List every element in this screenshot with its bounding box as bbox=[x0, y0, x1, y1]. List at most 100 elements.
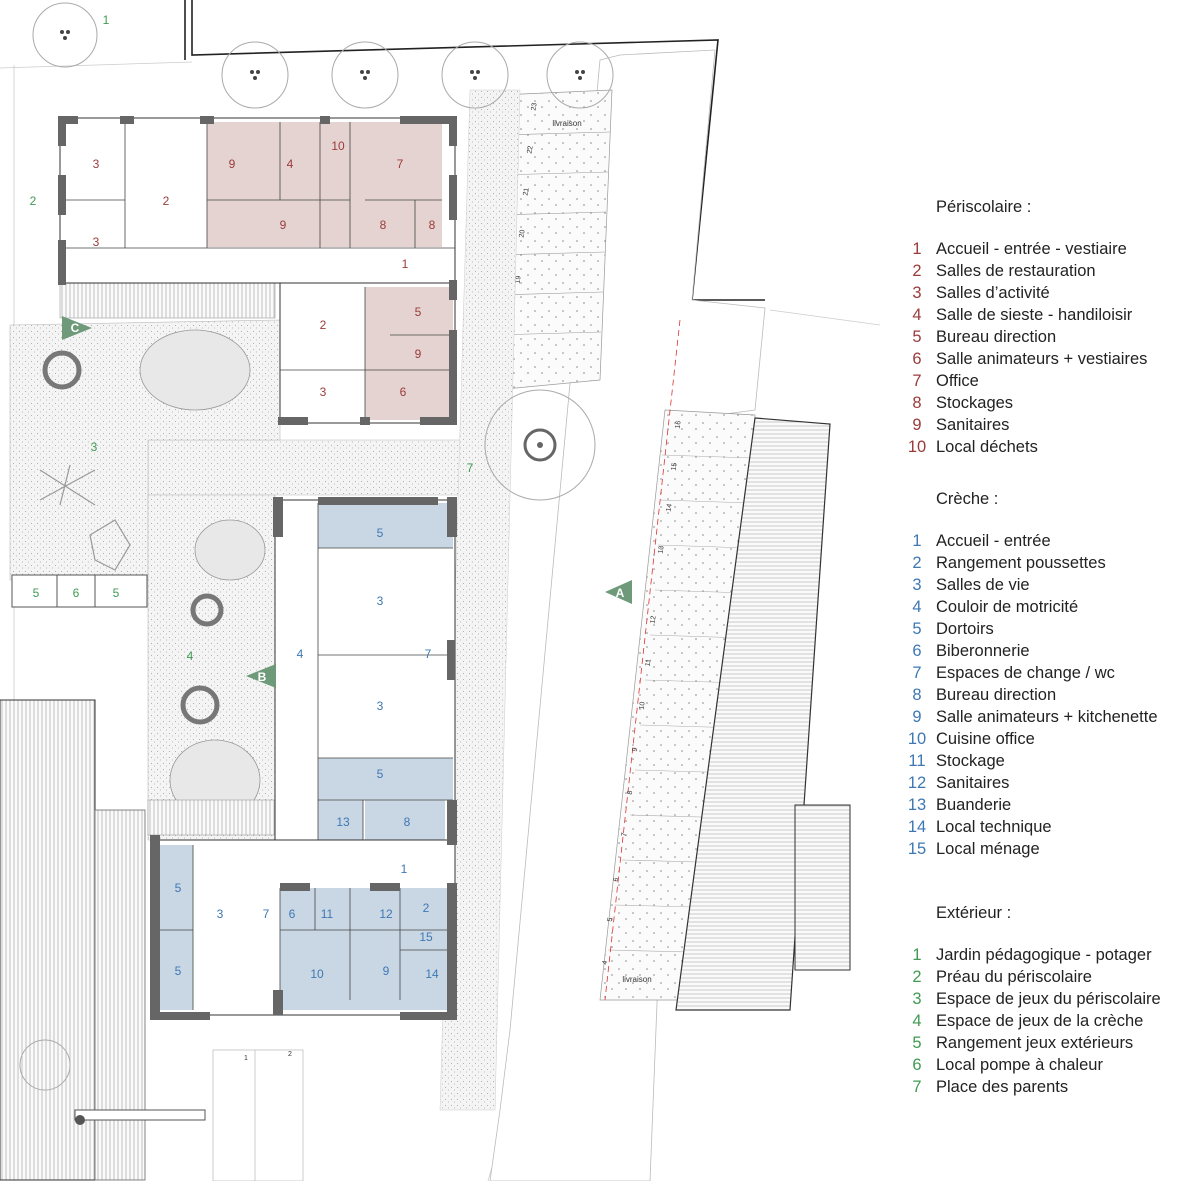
parking-space-number: 15 bbox=[670, 462, 678, 471]
legend-item-label: Salles de vie bbox=[936, 576, 1030, 594]
periscolaire-room-label: 2 bbox=[320, 318, 327, 332]
legend-item-label: Office bbox=[936, 372, 979, 390]
legend-item-label: Jardin pédagogique - potager bbox=[936, 946, 1152, 964]
legend-item-label: Salle animateurs + vestiaires bbox=[936, 350, 1148, 368]
svg-text:C: C bbox=[71, 321, 80, 335]
trees-top bbox=[19, 2, 614, 1091]
creche-room-label: 3 bbox=[217, 907, 224, 921]
legend-item-label: Local pompe à chaleur bbox=[936, 1056, 1103, 1074]
creche-room-label: 9 bbox=[383, 964, 390, 978]
legend-item: 11 Stockage bbox=[898, 750, 1178, 772]
creche-room-label: 5 bbox=[175, 964, 182, 978]
creche-room-label: 11 bbox=[321, 907, 334, 921]
legend-item-number: 3 bbox=[912, 576, 922, 594]
parking-space-number: 11 bbox=[644, 658, 652, 666]
parking-space-number: 16 bbox=[674, 420, 682, 429]
parvis bbox=[147, 439, 469, 496]
legend-item-number: 6 bbox=[912, 1056, 922, 1074]
periscolaire-room-label: 9 bbox=[229, 157, 236, 171]
periscolaire-room-label: 5 bbox=[415, 305, 422, 319]
legend-item-number: 3 bbox=[912, 990, 922, 1008]
creche-room-label: 13 bbox=[336, 815, 350, 829]
legend-item-label: Espaces de change / wc bbox=[936, 664, 1115, 682]
creche-room-label: 2 bbox=[423, 901, 430, 915]
parking-space-number: 23 bbox=[530, 102, 538, 111]
legend-item-label: Local déchets bbox=[936, 438, 1038, 456]
legend-item-number: 11 bbox=[908, 752, 926, 770]
marker-b: B bbox=[246, 664, 276, 688]
creche-room-label: 5 bbox=[377, 767, 384, 781]
periscolaire-room-label: 1 bbox=[402, 257, 409, 271]
svg-text:B: B bbox=[258, 670, 267, 684]
parking-space-number: 19 bbox=[514, 275, 522, 284]
parking-space-number: 10 bbox=[638, 701, 646, 710]
legend-item-label: Salles d’activité bbox=[936, 284, 1050, 302]
parking-space-number: 6 bbox=[613, 877, 621, 882]
parking-bottom-1: 1 bbox=[244, 1055, 248, 1062]
legend-item: 6 Salle animateurs + vestiaires bbox=[898, 348, 1178, 370]
exterior-area-label: 7 bbox=[467, 461, 474, 475]
creche-room-label: 15 bbox=[419, 930, 433, 944]
legend-item-number: 7 bbox=[912, 664, 922, 682]
marker-c: C bbox=[62, 316, 92, 340]
creche-room-label: 5 bbox=[175, 881, 182, 895]
creche-room-label: 7 bbox=[425, 647, 432, 661]
outdoor-storage bbox=[11, 574, 148, 608]
creche-room-label: 14 bbox=[425, 967, 439, 981]
legend-item: 6 Local pompe à chaleur bbox=[898, 1054, 1178, 1076]
parking-space-number: 12 bbox=[649, 615, 657, 624]
periscolaire-room-label: 4 bbox=[287, 157, 294, 171]
delivery-label-top: livraison bbox=[552, 119, 581, 128]
periscolaire-room-label: 3 bbox=[93, 235, 100, 249]
parking-bottom-2: 2 bbox=[288, 1051, 292, 1058]
creche-room-label: 6 bbox=[289, 907, 296, 921]
legend-item: 3 Salles de vie bbox=[898, 574, 1178, 596]
legend-item-label: Local ménage bbox=[936, 840, 1040, 858]
legend-item-label: Couloir de motricité bbox=[936, 598, 1079, 616]
periscolaire-room-label: 7 bbox=[397, 157, 404, 171]
parking-space-number: 9 bbox=[632, 747, 640, 752]
legend-item-number: 6 bbox=[912, 350, 922, 368]
legend-item-label: Stockage bbox=[936, 752, 1005, 770]
legend-item-number: 2 bbox=[912, 968, 922, 986]
legend-item-number: 7 bbox=[912, 1078, 922, 1096]
exterior-area-label: 2 bbox=[30, 194, 37, 208]
periscolaire-room-label: 6 bbox=[400, 385, 407, 399]
legend-item-number: 4 bbox=[912, 598, 922, 616]
legend-item-label: Sanitaires bbox=[936, 774, 1010, 792]
exterior-area-label: 3 bbox=[91, 440, 98, 454]
creche-room-label: 3 bbox=[377, 594, 384, 608]
legend-item-label: Salle de sieste - handiloisir bbox=[936, 306, 1133, 324]
legend-item-label: Sanitaires bbox=[936, 416, 1010, 434]
parking-space-number: 13 bbox=[657, 545, 665, 554]
creche-room-label: 1 bbox=[401, 862, 408, 876]
legend-item-number: 5 bbox=[912, 620, 922, 638]
creche-room-label: 4 bbox=[297, 647, 304, 661]
periscolaire-room-label: 2 bbox=[163, 194, 170, 208]
parking-space-number: 4 bbox=[602, 960, 610, 965]
legend-item-number: 2 bbox=[912, 554, 922, 572]
legend-item-number: 5 bbox=[912, 1034, 922, 1052]
legend-item-number: 13 bbox=[907, 796, 927, 814]
legend-item-number: 14 bbox=[907, 818, 927, 836]
exterior-area-label: 5 bbox=[113, 586, 120, 600]
legend-item-label: Accueil - entrée bbox=[936, 532, 1051, 550]
legend-item-number: 10 bbox=[907, 730, 927, 748]
